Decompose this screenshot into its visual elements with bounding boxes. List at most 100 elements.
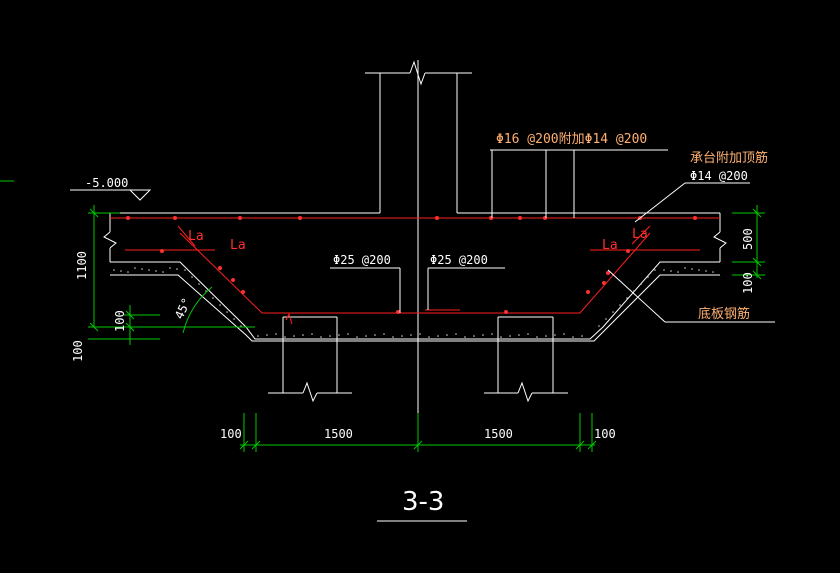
hatch-dot [392, 336, 394, 338]
pile-left [268, 316, 352, 403]
dim-left-total: 1100 [75, 251, 89, 280]
hatch-dot [257, 335, 259, 337]
hatch-dot [401, 335, 403, 337]
cap-extra-top-label: 承台附加顶筋 [690, 150, 768, 166]
hatch-dot [677, 271, 679, 273]
rebar-dots [126, 216, 697, 314]
dim-bottom-left-100: 100 [220, 427, 242, 441]
rebar [110, 217, 720, 325]
hatch-dot [176, 268, 178, 270]
hatch-dot [383, 333, 385, 335]
hatch-dot [500, 336, 502, 338]
hatch-dot [572, 336, 574, 338]
dim-right-100: 100 [741, 272, 755, 294]
dim-left-100a: 100 [113, 310, 127, 332]
hatch-dot [120, 270, 122, 272]
hatch-dot [612, 311, 614, 313]
hatch-dot [509, 335, 511, 337]
hatch-dot [233, 318, 235, 320]
hatch-dot [219, 304, 221, 306]
angle-label: 45° [172, 296, 194, 322]
hatch-dot [545, 335, 547, 337]
hatch-dot [148, 269, 150, 271]
hatch-dot [647, 276, 649, 278]
hatch-dot [464, 336, 466, 338]
hatch-dot [410, 334, 412, 336]
bottom-rebar-bent [179, 232, 651, 314]
hatch-dot [155, 270, 157, 272]
hatch-dot [311, 333, 313, 335]
hatch-dot [626, 297, 628, 299]
bottom-plate-rebar-label: 底板钢筋 [698, 306, 750, 322]
la-label-2: La [230, 238, 246, 253]
hatch-dot [347, 333, 349, 335]
elevation-label: -5.000 [85, 176, 128, 190]
hatch-dot [437, 335, 439, 337]
hatch-dot [482, 334, 484, 336]
hatch-dot [240, 325, 242, 327]
hatch-dot [329, 335, 331, 337]
bottom-rebar-right-label: Φ25 @200 [430, 253, 488, 267]
hatch-dot [127, 271, 129, 273]
hatch-dot [374, 334, 376, 336]
hatch-dot [473, 335, 475, 337]
hatch-dot [684, 267, 686, 269]
hatch-dot [663, 269, 665, 271]
la-label-1: La [188, 229, 204, 244]
bottom-rebar-left-label: Φ25 @200 [333, 253, 391, 267]
hatch-dot [712, 271, 714, 273]
dim-bottom-right-100: 100 [594, 427, 616, 441]
la-label-3: La [602, 238, 618, 253]
slab-outline [103, 212, 727, 342]
hatch-dot [134, 267, 136, 269]
hatch-dot [162, 271, 164, 273]
hatch-dot [284, 336, 286, 338]
hatch-dot [691, 268, 693, 270]
hatch-dot [113, 269, 115, 271]
right-dimensions [732, 205, 765, 280]
hatch-dot [293, 335, 295, 337]
hatch-dot [705, 270, 707, 272]
hatch-dot [654, 269, 656, 271]
dim-bottom-1500-left: 1500 [324, 427, 353, 441]
hatch-dot [320, 336, 322, 338]
hatch-dot [184, 269, 186, 271]
hatch-dot [141, 268, 143, 270]
hatch-dot [527, 333, 529, 335]
pile-right [484, 316, 568, 403]
hatch-dot [640, 283, 642, 285]
hatch-dot [581, 335, 583, 337]
la-label-4: La [632, 227, 648, 242]
la-leader-left [177, 225, 196, 247]
hatch-dot [563, 333, 565, 335]
cap-extra-spec-label: Φ14 @200 [690, 169, 748, 183]
angle-arc [182, 286, 213, 334]
hatch-dot [419, 333, 421, 335]
hatch-dot [455, 333, 457, 335]
hatch-dot [491, 333, 493, 335]
bottom-dimensions [239, 413, 597, 452]
hatch-dot [698, 269, 700, 271]
hatch-dot [191, 276, 193, 278]
hatch-dot [356, 336, 358, 338]
left-dimensions [88, 205, 255, 345]
dim-bottom-1500-right: 1500 [484, 427, 513, 441]
hatch-dot [446, 334, 448, 336]
hatch-dot [554, 334, 556, 336]
elevation-marker [70, 189, 152, 201]
hatch-dot [198, 283, 200, 285]
annotation-leaders [330, 149, 775, 323]
hatch-dot [633, 290, 635, 292]
hatch-dot [302, 334, 304, 336]
hatch-dot [670, 270, 672, 272]
dim-right-500: 500 [741, 228, 755, 250]
hatch-dot [605, 318, 607, 320]
top-rebar-label: Φ16 @200附加Φ14 @200 [496, 132, 647, 147]
hatch-dot [365, 335, 367, 337]
hatch-dot [338, 334, 340, 336]
hatch-dot [518, 334, 520, 336]
hatch-dot [266, 334, 268, 336]
hatch-dot [536, 336, 538, 338]
section-title: 3-3 [402, 487, 444, 517]
